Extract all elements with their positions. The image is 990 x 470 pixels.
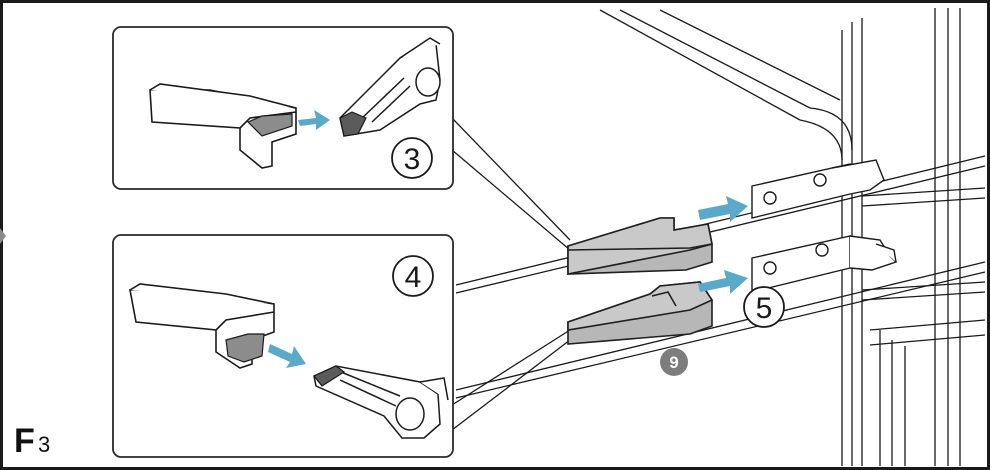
- callout-step-5: 5: [743, 286, 785, 328]
- part-9-label: 9: [669, 353, 678, 372]
- inset-step-4: 4: [112, 234, 454, 458]
- screw-hole-icon: [813, 173, 827, 187]
- inset-leader-lines: [451, 117, 571, 431]
- arrow-down-right-icon: [268, 344, 306, 368]
- figure-number: 3: [38, 432, 50, 457]
- arrow-right-icon: [698, 270, 748, 294]
- screw-hole-icon: [763, 261, 777, 275]
- upper-clip-part: [567, 217, 713, 275]
- arrow-icons-main: [698, 196, 748, 294]
- edge-marker: [0, 228, 6, 244]
- upper-hinge-bracket: [751, 159, 885, 219]
- arrow-right-icon: [298, 110, 330, 130]
- step-4-label: 4: [405, 261, 422, 294]
- lower-hinge-bracket: [751, 235, 898, 293]
- inset-step-3: 3: [112, 26, 454, 190]
- cabinet-lines: [455, 8, 986, 466]
- lower-clip-part: [567, 281, 714, 345]
- part-9-badge: 9: [660, 348, 688, 376]
- screw-hole-icon: [763, 191, 777, 205]
- figure-label: F 3: [14, 422, 50, 460]
- step-5-label: 5: [756, 292, 773, 325]
- figure-letter: F: [14, 422, 35, 460]
- screw-hole-icon: [815, 243, 829, 257]
- arrow-right-icon: [698, 196, 748, 222]
- step-3-label: 3: [404, 143, 421, 176]
